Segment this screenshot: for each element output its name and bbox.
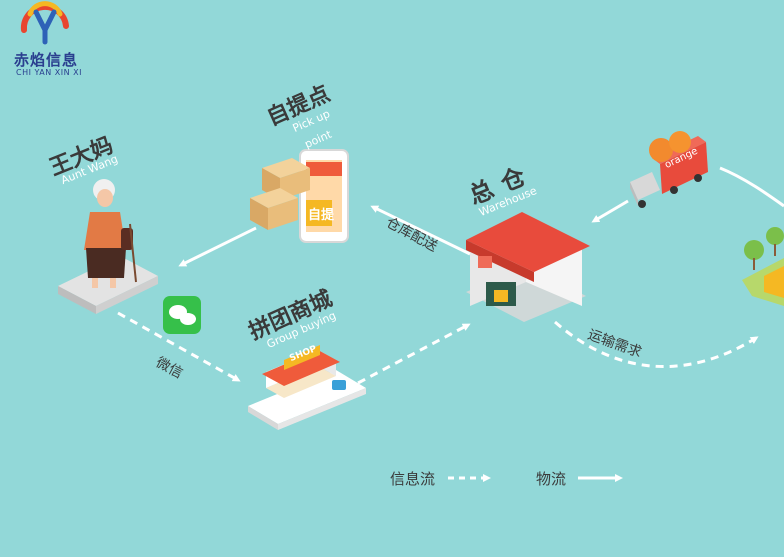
wechat-icon (163, 296, 201, 334)
arrow-warehouse-to-farm (555, 322, 756, 367)
logo-subtitle: CHI YAN XIN XI (16, 68, 82, 77)
pickup-point-illustration (250, 150, 348, 242)
farm-illustration (742, 227, 784, 306)
logo-name: 赤焰信息 (14, 49, 78, 70)
aunt-wang-illustration (58, 179, 158, 314)
logo-mark-icon (24, 4, 66, 42)
legend-logistics-label: 物流 (536, 468, 566, 489)
pickup-phone-sign: 自提 (308, 204, 334, 223)
arrow-farm-to-truck (720, 168, 784, 206)
arrow-truck-to-warehouse (594, 201, 628, 221)
legend-info-flow-label: 信息流 (390, 468, 435, 489)
arrow-group-to-warehouse (358, 325, 468, 383)
warehouse-illustration (466, 212, 590, 322)
arrow-pickup-to-aunt (181, 228, 256, 265)
